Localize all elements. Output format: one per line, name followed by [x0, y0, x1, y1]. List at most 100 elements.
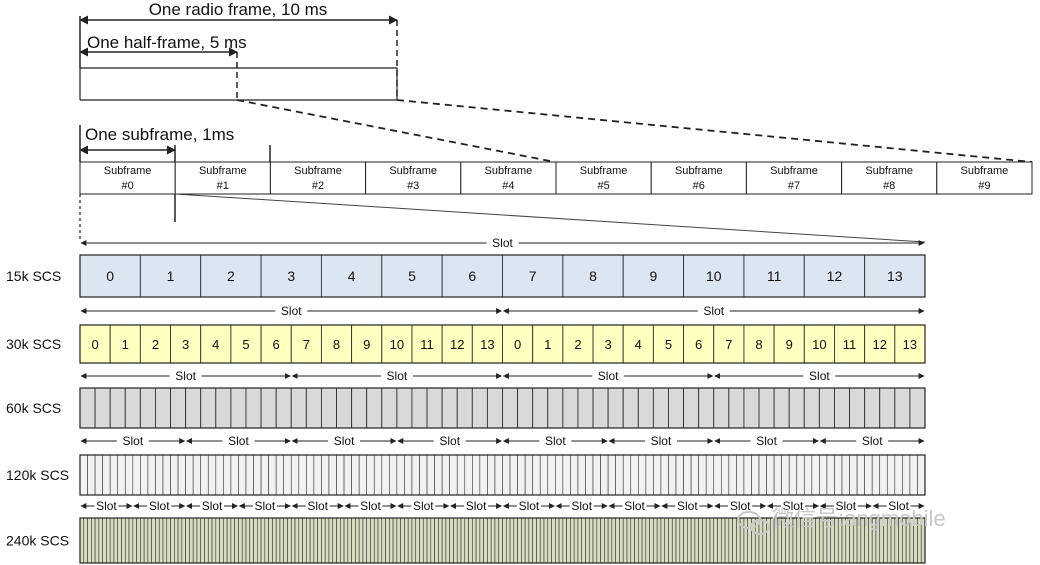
ofdm-symbol: [249, 517, 254, 564]
ofdm-symbol: [317, 517, 322, 564]
ofdm-symbol: [687, 517, 692, 564]
ofdm-symbol: [207, 454, 217, 496]
ofdm-symbol: [834, 387, 851, 429]
ofdm-symbol: [521, 517, 526, 564]
ofdm-symbol: [162, 454, 171, 496]
slot-label: Slot: [96, 499, 117, 513]
ofdm-symbol: [566, 517, 571, 564]
watermark-text: 微信号:angmobile: [772, 506, 946, 531]
ofdm-symbol: [619, 517, 624, 564]
slot-arrow: Slot: [186, 499, 239, 513]
symbol-index: 8: [333, 337, 340, 352]
slot-arrow: Slot: [291, 499, 344, 513]
slot-label: Slot: [651, 434, 672, 448]
ofdm-symbol: [517, 454, 526, 496]
scs-row-border: [79, 387, 926, 429]
ofdm-symbol: [290, 454, 300, 496]
ofdm-symbol: [407, 517, 413, 564]
ofdm-symbol: [660, 517, 666, 564]
ofdm-symbol: [147, 454, 156, 496]
ofdm-symbol: [200, 254, 262, 298]
symbol-index: 8: [755, 337, 762, 352]
ofdm-symbol: [698, 387, 715, 429]
ofdm-symbol: [668, 517, 673, 564]
symbol-index: 5: [242, 337, 249, 352]
subframe-name: Subframe: [294, 165, 342, 177]
symbol-index: 12: [872, 337, 886, 352]
ofdm-symbol: [324, 517, 330, 564]
slot-arrow: Slot: [714, 499, 767, 513]
subframe-number: #3: [407, 180, 419, 192]
ofdm-symbol: [577, 454, 586, 496]
ofdm-symbol: [321, 517, 326, 564]
slot-arrow: Slot: [344, 499, 397, 513]
ofdm-symbol: [79, 387, 96, 429]
ofdm-symbol: [834, 454, 843, 496]
ofdm-symbol: [415, 517, 420, 564]
ofdm-symbol: [396, 517, 401, 564]
ofdm-symbol: [200, 517, 205, 564]
slot-label: Slot: [149, 499, 170, 513]
ofdm-symbol: [796, 454, 805, 496]
ofdm-symbol: [539, 517, 545, 564]
slot-arrow: Slot: [80, 236, 925, 250]
ofdm-symbol: [441, 454, 450, 496]
subframe-number: #7: [788, 180, 800, 192]
ofdm-symbol: [306, 517, 311, 564]
ofdm-symbol: [305, 387, 322, 429]
ofdm-symbol: [98, 517, 103, 564]
symbol-index: 0: [514, 337, 521, 352]
ofdm-symbol: [532, 454, 541, 496]
ofdm-symbol: [132, 517, 137, 564]
ofdm-symbol: [788, 454, 798, 496]
slot-label: Slot: [360, 499, 381, 513]
symbol-index: 4: [635, 337, 642, 352]
ofdm-symbol: [894, 454, 903, 496]
ofdm-symbol: [215, 517, 220, 564]
ofdm-symbol: [649, 517, 654, 564]
ofdm-symbol: [849, 387, 866, 429]
ofdm-symbol: [434, 517, 439, 564]
ofdm-symbol: [320, 254, 383, 298]
ofdm-symbol: [456, 454, 466, 496]
ofdm-symbol: [615, 454, 624, 496]
ofdm-symbol: [592, 454, 601, 496]
ofdm-symbol: [381, 387, 398, 429]
symbol-index: 2: [227, 268, 235, 284]
ofdm-symbol: [630, 517, 635, 564]
half-frame-label: One half-frame, 5 ms: [87, 33, 247, 52]
ofdm-symbol: [630, 454, 639, 496]
subframe-name: Subframe: [865, 165, 913, 177]
ofdm-symbol: [694, 517, 699, 564]
subframe-box: [365, 161, 462, 195]
subframe-cell: Subframe#4: [460, 161, 557, 195]
ofdm-symbol: [562, 254, 624, 298]
ofdm-symbol: [528, 517, 533, 564]
ofdm-symbol: [626, 517, 632, 564]
ofdm-symbol: [524, 454, 533, 496]
symbol-index: 13: [887, 268, 903, 284]
ofdm-symbol: [434, 454, 443, 496]
ofdm-symbol: [596, 517, 601, 564]
radio-frame-label: One radio frame, 10 ms: [149, 0, 328, 19]
ofdm-symbol: [128, 517, 134, 564]
ofdm-symbol: [638, 517, 643, 564]
slot-arrow: Slot: [502, 434, 608, 448]
ofdm-symbol: [106, 517, 111, 564]
ofdm-symbol: [139, 387, 156, 429]
ofdm-symbol: [94, 517, 100, 564]
ofdm-symbol: [494, 517, 500, 564]
ofdm-symbol: [117, 517, 122, 564]
subframe-name: Subframe: [961, 165, 1009, 177]
ofdm-symbol: [313, 454, 322, 496]
ofdm-symbol: [607, 454, 616, 496]
slot-label: Slot: [888, 499, 909, 513]
slot-label: Slot: [228, 434, 249, 448]
ofdm-symbol: [472, 454, 481, 496]
ofdm-symbol: [94, 454, 103, 496]
ofdm-symbol: [803, 387, 820, 429]
ofdm-symbol: [487, 517, 492, 564]
slot-arrow: Slot: [80, 434, 186, 448]
symbol-index: 9: [649, 268, 657, 284]
